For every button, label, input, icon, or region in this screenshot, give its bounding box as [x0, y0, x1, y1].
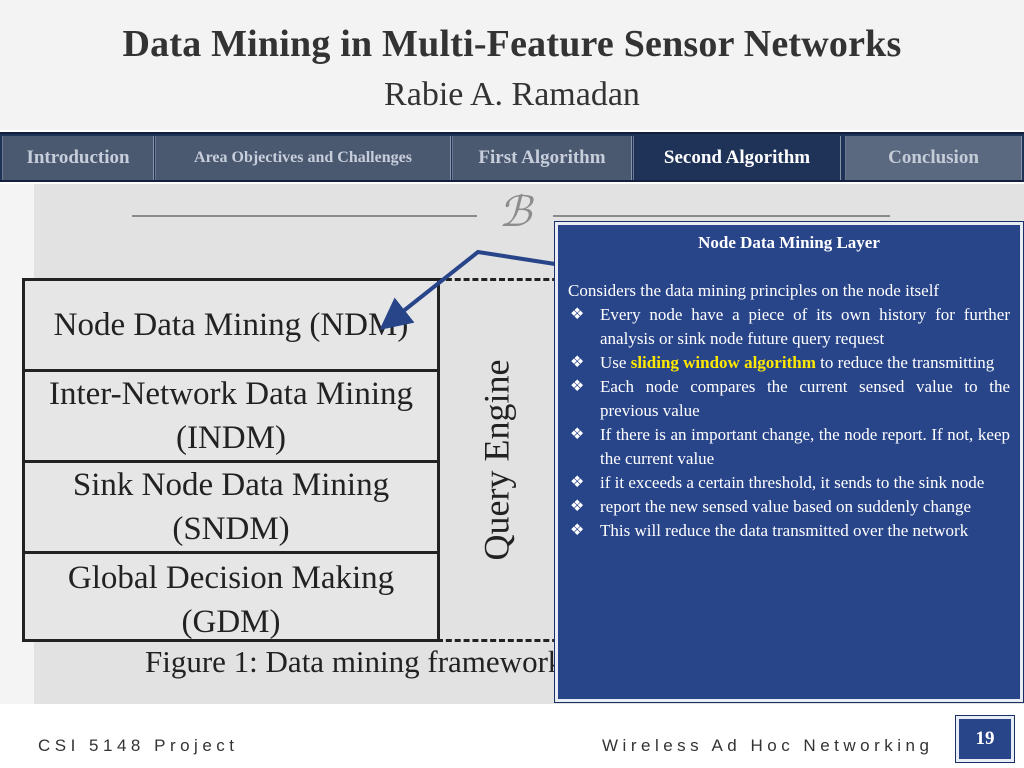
diamond-bullet-icon: ❖ [570, 522, 585, 539]
divider-right [553, 215, 890, 217]
node-data-mining-callout: Node Data Mining Layer Considers the dat… [555, 222, 1023, 702]
footer-topic: Wireless Ad Hoc Networking [602, 736, 934, 755]
figure-caption: Figure 1: Data mining framework [145, 644, 564, 679]
footer-course: CSI 5148 Project [38, 736, 239, 755]
pointer-arrow-icon [379, 249, 556, 330]
slide-header [0, 0, 1024, 130]
tab-introduction[interactable]: Introduction [2, 136, 154, 180]
swirl-ornament-icon: ℬ [498, 190, 532, 236]
section-nav: Introduction Area Objectives and Challen… [0, 132, 1024, 182]
diamond-bullet-icon: ❖ [570, 354, 585, 371]
list-item: ❖This will reduce the data transmitted o… [568, 519, 1010, 543]
diamond-bullet-icon: ❖ [570, 498, 585, 515]
diamond-bullet-icon: ❖ [570, 426, 585, 443]
divider-left [132, 215, 477, 217]
callout-intro: Considers the data mining principles on … [568, 281, 940, 300]
layer-ndm: Node Data Mining (NDM) [25, 281, 437, 372]
tab-conclusion[interactable]: Conclusion [845, 136, 1022, 180]
callout-bullet-list: ❖Every node have a piece of its own hist… [568, 303, 1010, 543]
framework-figure: Node Data Mining (NDM) Inter-Network Dat… [22, 278, 440, 642]
callout-title: Node Data Mining Layer [698, 233, 880, 252]
layer-gdm: Global Decision Making (GDM) [67, 559, 395, 640]
layer-sndm: Sink Node Data Mining (SNDM) [25, 463, 437, 554]
query-engine-box [437, 278, 567, 642]
page-number: 19 [956, 716, 1014, 762]
layer-indm: Inter-Network Data Mining (INDM) [25, 372, 437, 463]
list-item: ❖Use sliding window algorithm to reduce … [568, 351, 1010, 375]
slide-title: Data Mining in Multi-Feature Sensor Netw… [122, 23, 902, 65]
tab-area-objectives[interactable]: Area Objectives and Challenges [155, 136, 451, 180]
list-item: ❖Every node have a piece of its own hist… [570, 305, 1010, 348]
list-item: ❖if it exceeds a certain threshold, it s… [568, 471, 1010, 495]
list-item: ❖report the new sensed value based on su… [568, 495, 1010, 519]
list-item: ❖Each node compares the current sensed v… [570, 377, 1010, 420]
tab-second-algorithm[interactable]: Second Algorithm [633, 136, 841, 180]
slide-subtitle: Rabie A. Ramadan [384, 76, 640, 113]
diamond-bullet-icon: ❖ [570, 306, 585, 323]
highlighted-term: sliding window algorithm [630, 353, 816, 372]
diamond-bullet-icon: ❖ [570, 378, 585, 395]
tab-first-algorithm[interactable]: First Algorithm [452, 136, 632, 180]
diamond-bullet-icon: ❖ [570, 474, 585, 491]
query-engine-label: Query Engine [476, 359, 516, 561]
list-item: ❖If there is an important change, the no… [570, 425, 1010, 468]
